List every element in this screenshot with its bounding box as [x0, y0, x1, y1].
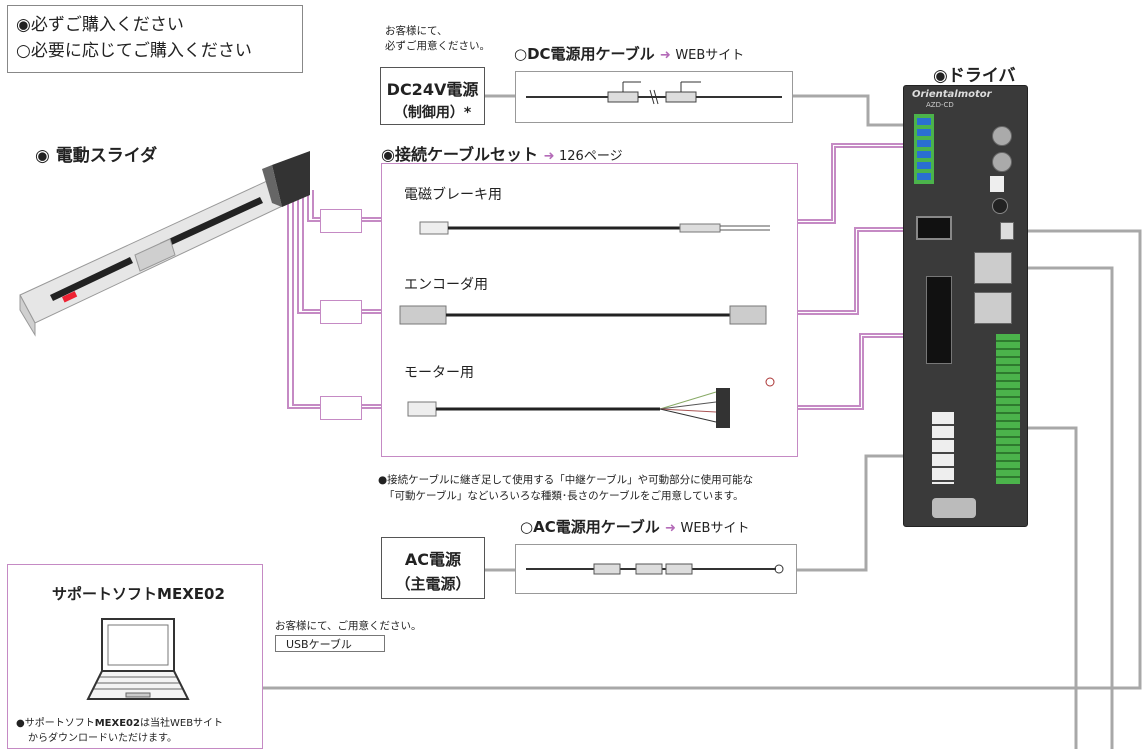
ac-cable-illustration: [526, 563, 784, 575]
usb-port: [1000, 222, 1014, 240]
motor-cable-illustration: [407, 377, 775, 428]
ground-terminal: [932, 498, 976, 518]
dc-cable-link[interactable]: WEBサイト: [675, 48, 745, 63]
software-title-bold: MEXE02: [157, 585, 225, 603]
rotary-switch-1: [992, 126, 1012, 146]
dc-cable-title-text: ○DC電源用ケーブル: [514, 45, 655, 63]
ac-power-sub: （主電源）: [395, 575, 471, 593]
connector-brake: [320, 209, 362, 233]
legend-box: ◉必ずご購入ください ○必要に応じてご購入ください: [7, 5, 303, 73]
laptop-icon: [86, 618, 190, 700]
dc-power-label: DC24V電源: [386, 80, 479, 99]
motor-connector: [926, 276, 952, 364]
cable-set-note-2: 「可動ケーブル」などいろいろな種類･長さのケーブルをご用意しています。: [384, 490, 744, 502]
software-title: サポートソフトMEXE02: [52, 583, 225, 604]
legend-required: ◉必ずご購入ください: [16, 15, 184, 35]
dc-cable-illustration: [526, 81, 782, 105]
cable-set-link[interactable]: 126ページ: [559, 149, 623, 164]
usb-cable-label-box: USBケーブル: [275, 635, 385, 652]
ac-power-box: AC電源 （主電源）: [381, 537, 485, 599]
dc-cable-title: ○DC電源用ケーブル ➜ WEBサイト: [514, 43, 744, 64]
software-note-prefix: ●サポートソフト: [16, 718, 95, 729]
cable-set-title: ◉接続ケーブルセット ➜ 126ページ: [381, 141, 623, 165]
software-note-suffix: は当社WEBサイト: [139, 718, 224, 729]
power-terminal: [932, 412, 954, 484]
dc24v-power-box: DC24V電源 （制御用）*: [380, 67, 485, 125]
encoder-connector: [916, 216, 952, 240]
cable-set-note-1: ●接続ケーブルに継ぎ足して使用する「中継ケーブル」や可動部分に使用可能な: [378, 474, 754, 486]
rj45-port-2: [974, 292, 1012, 324]
dc-power-sub: （制御用）*: [393, 105, 472, 121]
encoder-cable-illustration: [399, 305, 767, 325]
software-note-1: ●サポートソフトMEXE02は当社WEBサイト: [16, 714, 223, 729]
arrow-icon: ➜: [543, 149, 560, 164]
connector-encoder: [320, 300, 362, 324]
rj45-port-1: [974, 252, 1012, 284]
driver-title: ◉ドライバ: [933, 66, 1016, 86]
ac-cable-link[interactable]: WEBサイト: [680, 521, 750, 536]
usb-customer-note: お客様にて、ご用意ください。: [275, 620, 422, 632]
connector-motor: [320, 396, 362, 420]
electric-slider-image: [19, 151, 310, 337]
brake-cable-illustration: [419, 221, 770, 235]
cable-set-title-text: ◉接続ケーブルセット: [381, 145, 539, 164]
software-note-bold: MEXE02: [94, 718, 140, 729]
ac-cable-title-text: ○AC電源用ケーブル: [520, 518, 660, 536]
brake-cable-label: 電磁ブレーキ用: [404, 187, 502, 203]
dip-switch: [990, 176, 1004, 192]
dc-cable-box: [515, 71, 793, 123]
terminal-screws: [917, 118, 931, 180]
push-button: [992, 198, 1008, 214]
arrow-icon: ➜: [665, 521, 681, 536]
arrow-icon: ➜: [659, 48, 676, 63]
driver-model: AZD-CD: [926, 101, 954, 109]
driver-unit: Orientalmotor AZD-CD: [903, 85, 1028, 527]
driver-brand: Orientalmotor: [912, 89, 992, 100]
encoder-cable-label: エンコーダ用: [404, 277, 488, 293]
slider-title: ◉ 電動スライダ: [35, 146, 158, 166]
ac-power-label: AC電源: [404, 550, 462, 569]
support-software-box: サポートソフトMEXE02 ●サポートソフトMEXE02は当社WEBサイト から…: [7, 564, 263, 749]
rotary-switch-2: [992, 152, 1012, 172]
software-title-prefix: サポートソフト: [52, 585, 158, 603]
cable-set-box: 電磁ブレーキ用 エンコーダ用 モーター用: [381, 163, 798, 457]
io-terminal: [996, 334, 1020, 484]
software-note-2: からダウンロードいただけます。: [28, 733, 177, 744]
usb-cable-label: USBケーブル: [286, 638, 352, 651]
ac-cable-box: [515, 544, 797, 594]
motor-cable-label: モーター用: [404, 365, 474, 381]
ac-cable-title: ○AC電源用ケーブル ➜ WEBサイト: [520, 516, 749, 537]
dc-customer-note: お客様にて、 必ずご用意ください。: [385, 25, 490, 52]
legend-optional: ○必要に応じてご購入ください: [16, 41, 252, 61]
